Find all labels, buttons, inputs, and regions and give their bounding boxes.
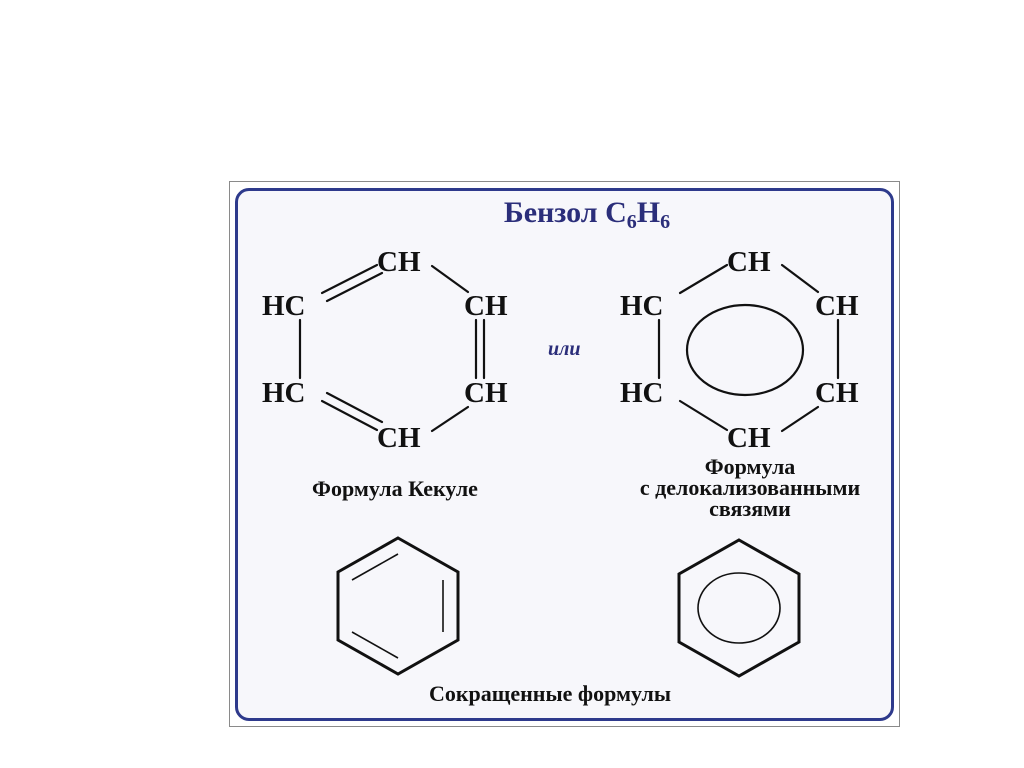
deloc-caption-line-1: Формула — [704, 454, 796, 479]
deloc-bond-top-right — [780, 263, 820, 294]
deloc-group-upper-right: CH — [815, 290, 859, 322]
kekule-bond-top-right — [430, 264, 470, 294]
kekule-group-upper-right: CH — [464, 290, 508, 322]
deloc-ring-circle — [685, 303, 805, 397]
kekule-bond-bottom-left-double — [325, 391, 384, 424]
title-h: H — [636, 196, 661, 229]
short-kekule-inner-bond-3 — [351, 631, 399, 659]
or-connector: или — [548, 338, 581, 360]
deloc-group-bottom: CH — [727, 422, 771, 454]
deloc-group-upper-left: HC — [620, 290, 664, 322]
kekule-caption: Формула Кекуле — [312, 476, 478, 501]
short-deloc-ring-circle — [697, 572, 781, 644]
deloc-bond-bottom-left — [678, 399, 729, 432]
title-sub-c: 6 — [626, 211, 637, 233]
short-deloc-hexagon — [677, 538, 801, 678]
kekule-bond-bottom-right — [430, 405, 470, 433]
deloc-caption-line-2: с делокализованными — [639, 475, 861, 500]
title-sub-h: 6 — [660, 211, 671, 233]
kekule-group-lower-right: CH — [464, 377, 508, 409]
kekule-group-top: CH — [377, 246, 421, 278]
deloc-group-top: CH — [727, 246, 771, 278]
short-kekule-hexagon — [336, 536, 460, 676]
kekule-group-lower-left: HC — [262, 377, 306, 409]
deloc-caption-line-3: связями — [709, 496, 791, 521]
diagram-title: Бензол C6H6 — [0, 196, 1024, 233]
deloc-bond-bottom-right — [780, 405, 820, 433]
deloc-group-lower-left: HC — [620, 377, 664, 409]
deloc-caption: Формула с делокализованными связями — [600, 454, 900, 521]
abbreviated-caption: Сокращенные формулы — [428, 681, 671, 706]
deloc-bond-top-left — [678, 263, 729, 295]
kekule-bond-top-left — [320, 263, 379, 295]
diagram-panel — [235, 188, 894, 721]
kekule-group-bottom: CH — [377, 422, 421, 454]
deloc-group-lower-right: CH — [815, 377, 859, 409]
kekule-bond-bottom-left — [320, 399, 379, 432]
title-base: Бензол C — [503, 196, 627, 229]
kekule-group-upper-left: HC — [262, 290, 306, 322]
short-kekule-inner-bond-1 — [351, 553, 399, 581]
kekule-bond-top-left-double — [325, 271, 384, 303]
